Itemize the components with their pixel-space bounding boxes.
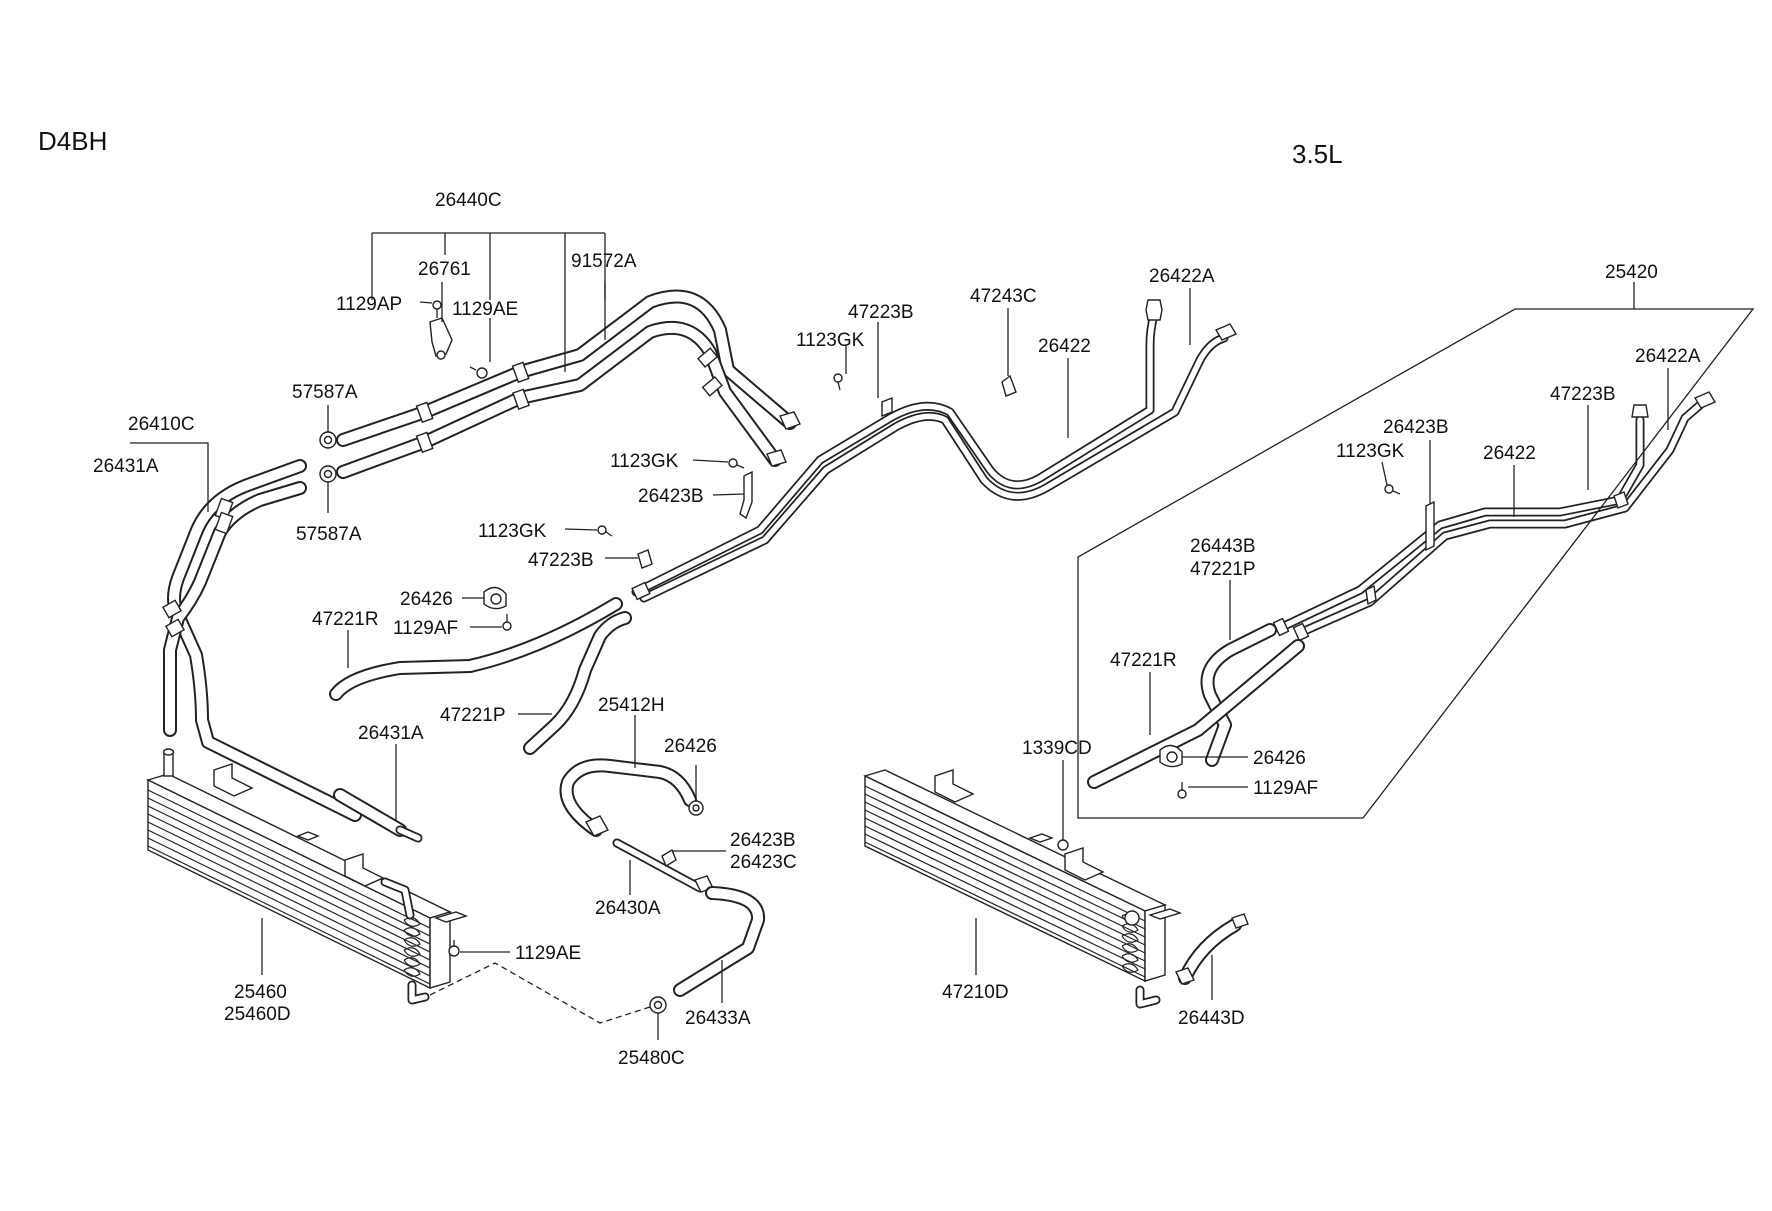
label-1123gk-2: 1123GK (610, 451, 679, 472)
label-26423b-right: 26423B (1383, 417, 1449, 438)
label-1339cd: 1339CD (1022, 738, 1092, 759)
bracket-47243c (1001, 374, 1017, 397)
label-26426-left: 26426 (400, 589, 453, 610)
bracket-26423b-mid (739, 470, 753, 520)
label-26410c: 26410C (128, 414, 195, 435)
engine-label-3-5l: 3.5L (1292, 139, 1343, 169)
bolt-1123gk-lower-icon (597, 525, 613, 537)
label-26431a-top: 26431A (93, 456, 159, 477)
bracket-26423b-right (1425, 500, 1435, 552)
upper-cooler-pipes (336, 289, 801, 479)
hose-clamp-57587a (319, 431, 337, 483)
hose-47221r-left (329, 597, 623, 701)
return-hoses-26410c (161, 459, 362, 822)
label-1123gk-3: 1123GK (478, 521, 547, 542)
label-25480c: 25480C (618, 1048, 685, 1069)
bolt-1129ap-icon (432, 300, 442, 318)
oil-cooler-47210d (863, 769, 1183, 1009)
label-1129af-right: 1129AF (1253, 778, 1318, 799)
clamp-26426-left (483, 586, 507, 610)
bracket-47223b-mid (637, 549, 653, 569)
label-26433a: 26433A (685, 1008, 751, 1029)
label-47221p-right: 47221P (1190, 559, 1256, 580)
label-25412h: 25412H (598, 695, 665, 716)
label-26422a-top: 26422A (1149, 266, 1215, 287)
hose-26433a (673, 886, 765, 997)
label-47223b-right: 47223B (1550, 384, 1616, 405)
3-5l-assembly-frame (1077, 308, 1755, 819)
bolt-1339cd-icon (1057, 839, 1069, 851)
label-1123gk-right: 1123GK (1336, 441, 1405, 462)
label-25460: 25460 (234, 982, 287, 1003)
long-cooler-pipe-26422 (631, 299, 1238, 603)
clamp-26426-right (1159, 744, 1183, 768)
bolt-1129ae-bottom-icon (448, 940, 460, 957)
label-47221p-left: 47221P (440, 705, 506, 726)
pipe-26431a (333, 788, 423, 843)
label-26430a: 26430A (595, 898, 661, 919)
label-57587a-2: 57587A (296, 524, 362, 545)
bracket-47223b-top (881, 396, 893, 418)
label-1129af-left: 1129AF (393, 618, 458, 639)
part-labels: 26440C 26761 91572A 1129AP 1129AE 57587A… (93, 190, 1701, 1069)
label-47221r-left: 47221R (312, 609, 379, 630)
leader-lines (130, 232, 1669, 1040)
pipe-26430a (612, 838, 714, 893)
label-26423b-bottom: 26423B (730, 830, 796, 851)
bolt-1129af-left-icon (502, 614, 512, 631)
hose-47221p-right (1200, 623, 1277, 767)
bolt-1129af-right-icon (1177, 782, 1187, 799)
label-1129ap: 1129AP (336, 294, 402, 315)
clamp-25480c (649, 996, 667, 1014)
label-26422a-right: 26422A (1635, 346, 1701, 367)
label-1129ae-bottom: 1129AE (515, 943, 581, 964)
label-26443d: 26443D (1178, 1008, 1245, 1029)
label-47223b-top: 47223B (848, 302, 914, 323)
label-25420: 25420 (1605, 262, 1658, 283)
label-26761: 26761 (418, 259, 471, 280)
label-1123gk-1: 1123GK (796, 330, 865, 351)
bolt-1123gk-mid-icon (728, 458, 745, 469)
label-91572a: 91572A (571, 251, 637, 272)
bracket-26761 (429, 317, 453, 360)
label-26440c: 26440C (435, 190, 502, 211)
label-26423c: 26423C (730, 852, 797, 873)
label-47221r-right: 47221R (1110, 650, 1177, 671)
label-47223b-mid: 47223B (528, 550, 594, 571)
label-1129ae-top: 1129AE (452, 299, 518, 320)
engine-label-d4bh: D4BH (38, 126, 107, 156)
bolt-1129ae-icon (469, 366, 488, 379)
clamp-26426-mid (688, 800, 704, 816)
label-26426-right: 26426 (1253, 748, 1306, 769)
hose-26443d (1175, 913, 1249, 985)
bolt-1123gk-top-icon (833, 373, 843, 391)
bolt-1123gk-right-icon (1384, 484, 1401, 495)
label-25460d: 25460D (224, 1004, 291, 1025)
label-26422-right: 26422 (1483, 443, 1536, 464)
label-26426-mid: 26426 (664, 736, 717, 757)
label-26423b-mid: 26423B (638, 486, 704, 507)
label-47210d: 47210D (942, 982, 1009, 1003)
hose-47221r-right (1087, 639, 1305, 789)
right-cooler-pipes-25420 (1272, 391, 1717, 642)
label-47243c: 47243C (970, 286, 1037, 307)
label-26443b: 26443B (1190, 536, 1256, 557)
hose-25412h (559, 758, 697, 837)
label-57587a-1: 57587A (292, 382, 358, 403)
label-26431a-bottom: 26431A (358, 723, 424, 744)
oil-cooler-25460 (146, 748, 469, 1005)
hose-47221p-left (523, 611, 632, 755)
label-26422-top: 26422 (1038, 336, 1091, 357)
